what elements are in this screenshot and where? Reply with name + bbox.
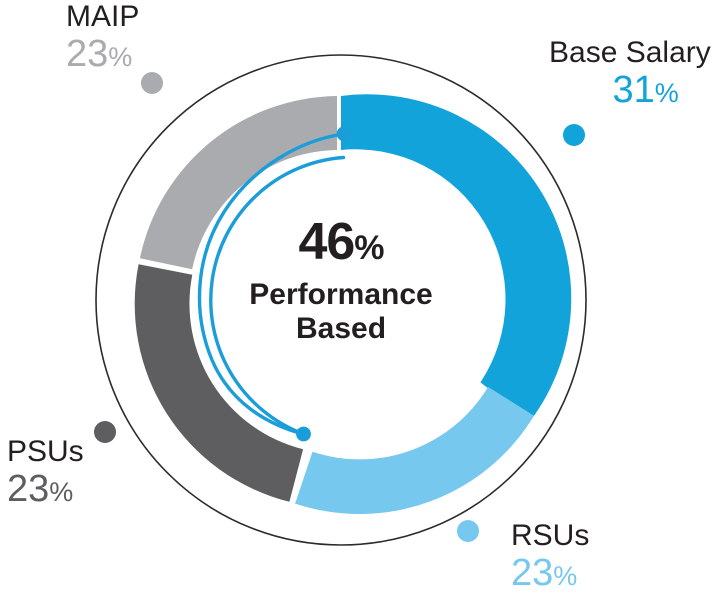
callout-label-rsus-number: 23 (511, 552, 554, 594)
percent-sign: % (553, 561, 578, 591)
donut-segment-rsus[interactable] (295, 386, 534, 515)
donut-segment-psus[interactable] (134, 264, 304, 502)
callout-label-rsus-value: 23% (511, 554, 589, 592)
center-percent: 46% (191, 216, 491, 268)
callout-label-base-salary-value: 31% (549, 71, 711, 109)
callout-label-maip[interactable]: MAIP 23% (66, 0, 140, 74)
center-percent-number: 46 (298, 213, 355, 271)
callout-label-rsus-name: RSUs (511, 519, 590, 552)
performance-based-arc-visible (197, 132, 346, 436)
center-caption-line2: Based (295, 312, 387, 345)
callout-dot-rsus[interactable] (457, 520, 479, 542)
callout-label-psus-number: 23 (7, 468, 50, 510)
donut-segment-maip[interactable] (139, 96, 337, 270)
callout-dot-base-salary[interactable] (563, 124, 585, 146)
percent-sign: % (108, 42, 133, 72)
callout-label-maip-value: 23% (66, 35, 139, 73)
callout-label-base-salary[interactable]: Base Salary 31% (549, 36, 711, 110)
donut-segment-base-salary[interactable] (341, 94, 572, 421)
callout-label-base-salary-number: 31 (612, 69, 655, 111)
percent-sign: % (354, 229, 384, 267)
callout-label-maip-name: MAIP (66, 0, 140, 33)
percent-sign: % (654, 78, 679, 108)
callout-label-base-salary-name: Base Salary (549, 36, 711, 69)
callout-label-psus-value: 23% (7, 470, 84, 508)
callout-dot-psus[interactable] (94, 421, 116, 443)
callout-label-maip-number: 23 (66, 33, 109, 75)
donut-center-label: 46% Performance Based (191, 216, 491, 344)
callout-label-psus[interactable]: PSUs 23% (7, 435, 84, 509)
callout-label-psus-name: PSUs (7, 435, 84, 468)
center-caption-line1: Performance (249, 278, 433, 311)
percent-sign: % (49, 477, 74, 507)
outer-guide-ring (95, 54, 587, 546)
performance-based-arc (209, 155, 346, 436)
callout-dot-maip[interactable] (141, 72, 163, 94)
callout-label-rsus[interactable]: RSUs 23% (511, 519, 590, 593)
